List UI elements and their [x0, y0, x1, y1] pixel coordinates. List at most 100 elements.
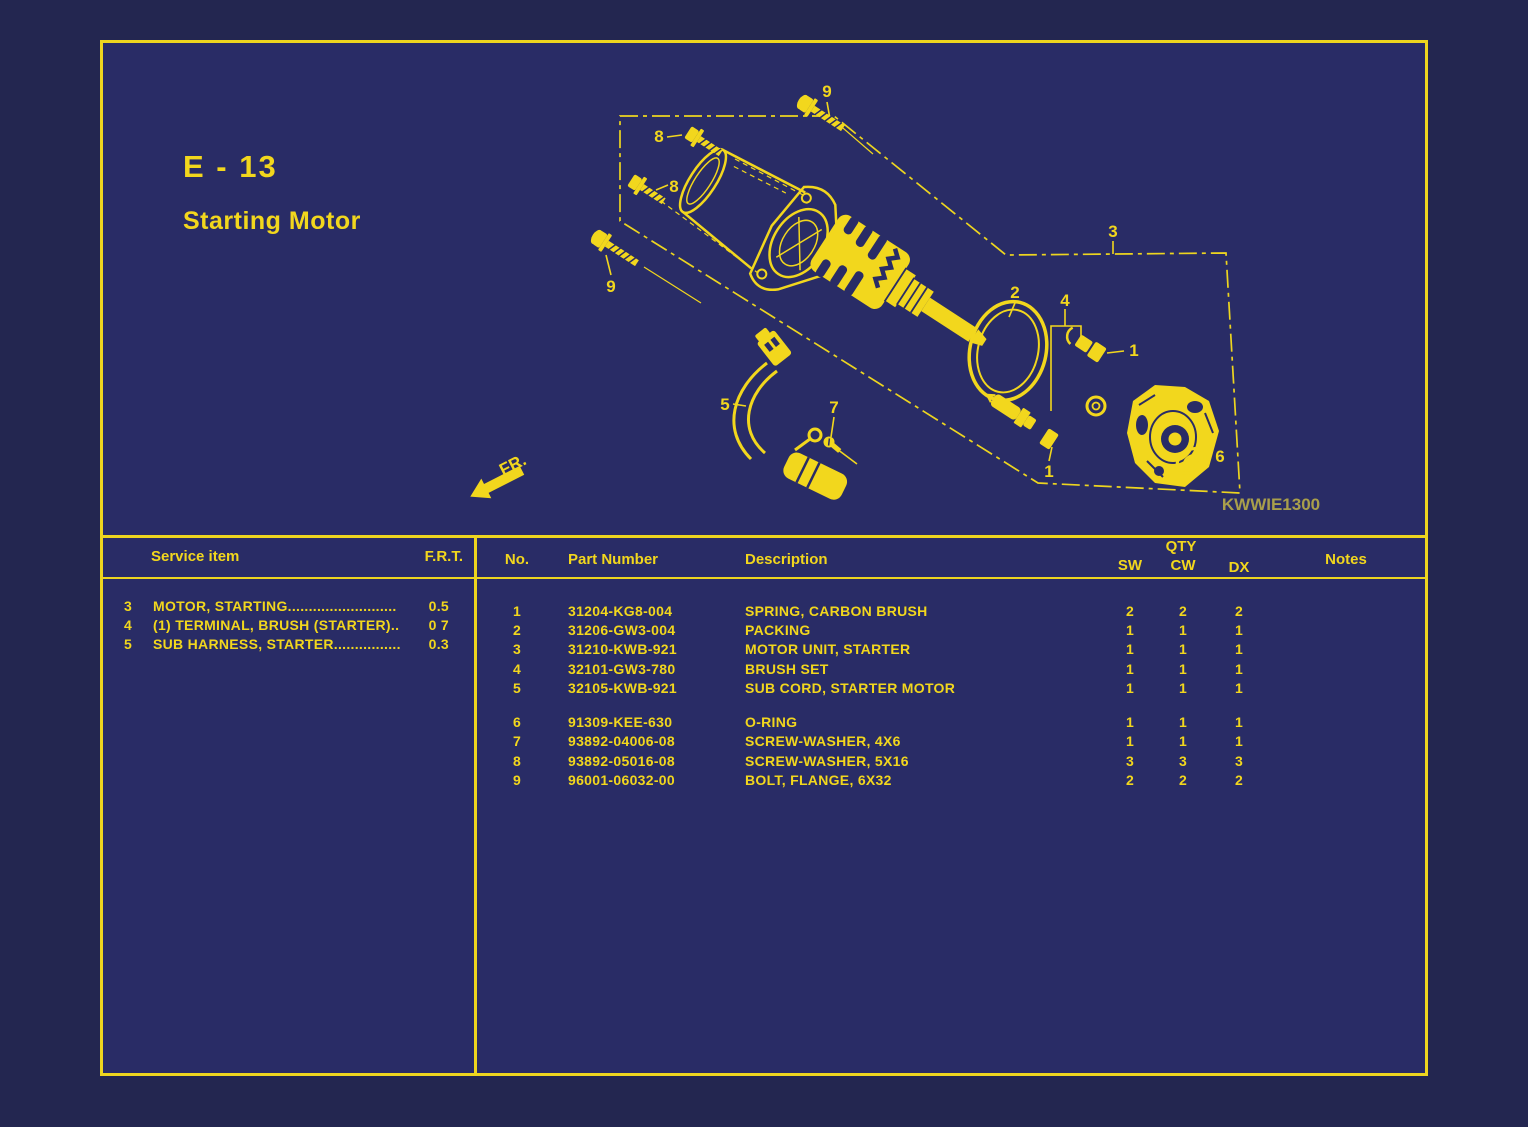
- callout-7: 7: [829, 398, 838, 417]
- part-description: BOLT, FLANGE, 6X32: [745, 772, 892, 788]
- qty-cw: 2: [1178, 603, 1188, 619]
- part-no: 1: [512, 603, 522, 619]
- part-number: 93892-04006-08: [568, 733, 675, 749]
- service-row-name: MOTOR, STARTING.........................…: [153, 598, 397, 614]
- service-row-no: 5: [123, 636, 133, 652]
- exploded-diagram: 9 8 8 9 3 2 4 1 5 7 1 6 FR. KWWIE1300: [470, 82, 1320, 514]
- page-title: Starting Motor: [183, 207, 361, 235]
- packing-oring-drawing: [967, 299, 1049, 403]
- qty-cw: 1: [1178, 622, 1188, 638]
- part-description: MOTOR UNIT, STARTER: [745, 641, 911, 657]
- qty-dx: 1: [1234, 680, 1244, 696]
- part-no: 3: [512, 641, 522, 657]
- part-no: 9: [512, 772, 522, 788]
- callout-2: 2: [1010, 283, 1019, 302]
- qty-sw: 1: [1125, 733, 1135, 749]
- flange-bolt-top-drawing: [792, 90, 850, 138]
- qty-cw: 1: [1178, 714, 1188, 730]
- service-row-name: SUB HARNESS, STARTER................: [153, 636, 401, 652]
- part-no: 7: [512, 733, 522, 749]
- part-number: 91309-KEE-630: [568, 714, 673, 730]
- sub-cord-drawing: [732, 327, 848, 500]
- table-header-rule: [103, 577, 1425, 579]
- part-number: 32101-GW3-780: [568, 661, 676, 677]
- end-cover-drawing: [1127, 385, 1219, 487]
- screw-washer-top-drawing: [681, 122, 727, 163]
- callout-5: 5: [720, 395, 729, 414]
- qty-sw: 2: [1125, 603, 1135, 619]
- part-number: 31210-KWB-921: [568, 641, 677, 657]
- service-row-frt: 0.5: [428, 598, 449, 614]
- qty-cw: 3: [1178, 753, 1188, 769]
- part-description: SCREW-WASHER, 4X6: [745, 733, 901, 749]
- qty-cw: 1: [1178, 733, 1188, 749]
- small-screw-drawing: [823, 436, 842, 453]
- part-description: SPRING, CARBON BRUSH: [745, 603, 928, 619]
- table-top-rule: [103, 535, 1425, 538]
- cw-header: CW: [1170, 557, 1196, 574]
- qty-sw: 1: [1125, 661, 1135, 677]
- service-row-no: 3: [123, 598, 133, 614]
- description-header: Description: [745, 551, 828, 568]
- part-description: PACKING: [745, 622, 811, 638]
- part-number: 93892-05016-08: [568, 753, 675, 769]
- armature-drawing: [810, 214, 987, 346]
- qty-dx: 1: [1234, 641, 1244, 657]
- qty-dx: 1: [1234, 661, 1244, 677]
- no-header: No.: [504, 551, 530, 568]
- part-description: SCREW-WASHER, 5X16: [745, 753, 909, 769]
- qty-dx: 1: [1234, 733, 1244, 749]
- part-number: 32105-KWB-921: [568, 680, 677, 696]
- callout-8-left: 8: [669, 177, 678, 196]
- qty-cw: 1: [1178, 641, 1188, 657]
- fr-label: FR.: [496, 450, 529, 479]
- qty-cw: 1: [1178, 680, 1188, 696]
- qty-dx: 1: [1234, 622, 1244, 638]
- brush-upper-drawing: [1065, 326, 1107, 363]
- callout-1-lower: 1: [1044, 462, 1053, 481]
- screw-washer-left-drawing: [624, 170, 670, 211]
- callout-9-top: 9: [822, 82, 831, 101]
- service-row-no: 4: [123, 617, 133, 633]
- diagram-code: KWWIE1300: [1222, 495, 1320, 514]
- assembly-boundary-line: [619, 115, 1241, 494]
- catalog-page: E - 13 Starting Motor: [100, 40, 1428, 1076]
- service-row-name: (1) TERMINAL, BRUSH (STARTER)..: [153, 617, 400, 633]
- part-description: BRUSH SET: [745, 661, 829, 677]
- table-divider: [474, 535, 477, 1076]
- qty-dx: 1: [1234, 714, 1244, 730]
- brush-set-bracket: [1050, 309, 1082, 411]
- qty-cw: 1: [1178, 661, 1188, 677]
- part-description: SUB CORD, STARTER MOTOR: [745, 680, 956, 696]
- brush-lower-drawing: [1039, 428, 1059, 450]
- part-number-header: Part Number: [568, 551, 659, 568]
- callout-4: 4: [1060, 291, 1070, 310]
- part-no: 2: [512, 622, 522, 638]
- service-item-header: Service item: [151, 548, 240, 565]
- qty-sw: 1: [1125, 622, 1135, 638]
- qty-sw: 1: [1125, 641, 1135, 657]
- callout-9-left: 9: [606, 277, 615, 296]
- qty-sw: 2: [1125, 772, 1135, 788]
- part-no: 4: [512, 661, 522, 677]
- part-no: 8: [512, 753, 522, 769]
- part-number: 31204-KG8-004: [568, 603, 673, 619]
- qty-sw: 3: [1125, 753, 1135, 769]
- section-code: E - 13: [183, 149, 278, 184]
- qty-header: QTY: [1165, 538, 1197, 555]
- flange-bolt-left-drawing: [586, 225, 644, 273]
- qty-sw: 1: [1125, 714, 1135, 730]
- callout-1-upper: 1: [1129, 341, 1138, 360]
- qty-dx: 2: [1234, 603, 1244, 619]
- qty-sw: 1: [1125, 680, 1135, 696]
- frt-header: F.R.T.: [424, 548, 463, 565]
- screw-alignment-lines: [660, 158, 804, 274]
- qty-dx: 2: [1234, 772, 1244, 788]
- callout-3: 3: [1108, 222, 1117, 241]
- qty-dx: 3: [1234, 753, 1244, 769]
- dx-header: DX: [1228, 559, 1250, 576]
- qty-cw: 2: [1178, 772, 1188, 788]
- part-description: O-RING: [745, 714, 798, 730]
- callout-8-top: 8: [654, 127, 663, 146]
